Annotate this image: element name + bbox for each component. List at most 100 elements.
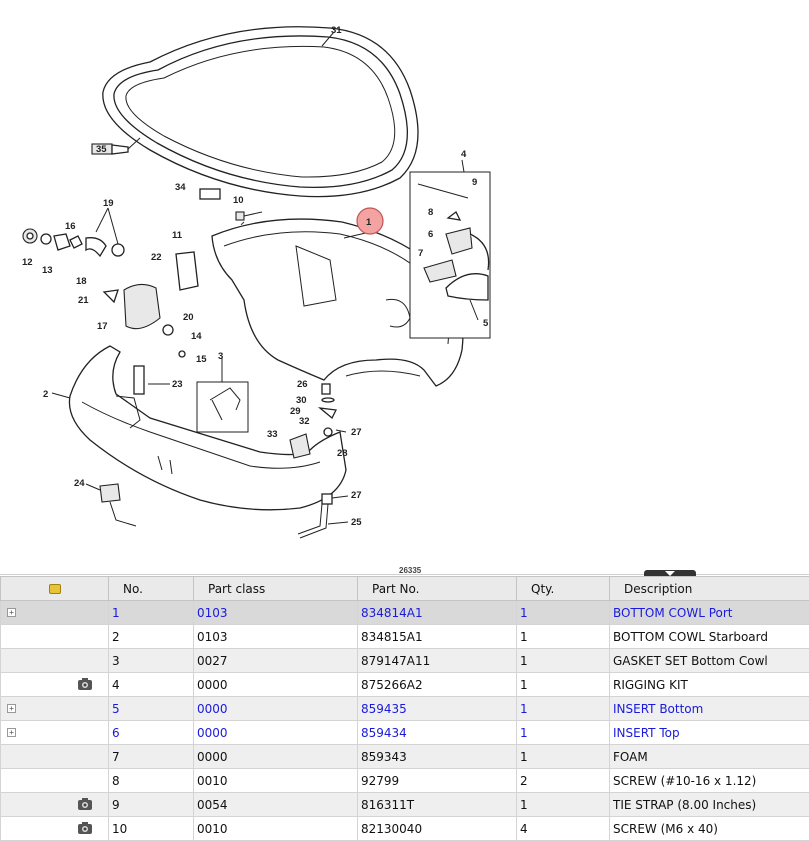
cell-qty: 1 — [516, 648, 610, 673]
column-header-no[interactable]: No. — [108, 576, 194, 601]
cell-part-class: 0000 — [193, 744, 358, 769]
cell-part-no[interactable]: 859434 — [357, 720, 517, 745]
callout-7: 7 — [418, 248, 423, 259]
callout-2: 2 — [43, 389, 48, 400]
folder-icon — [48, 584, 61, 594]
cell-part-no[interactable]: 859435 — [357, 696, 517, 721]
diagram-id-label: 26335 — [399, 566, 422, 575]
expand-plus-icon[interactable]: + — [7, 608, 16, 617]
callout-3: 3 — [218, 351, 223, 362]
camera-icon[interactable] — [77, 821, 93, 835]
cell-part-class: 0010 — [193, 768, 358, 793]
cell-no: 7 — [108, 744, 194, 769]
cell-no: 8 — [108, 768, 194, 793]
row-icon-cell — [0, 672, 109, 697]
callout-9: 9 — [472, 177, 477, 188]
cell-part-no: 92799 — [357, 768, 517, 793]
callout-27a: 27 — [351, 427, 362, 438]
camera-icon[interactable] — [77, 677, 93, 691]
callout-1: 1 — [366, 217, 372, 228]
cell-qty: 1 — [516, 792, 610, 817]
cell-qty: 1 — [516, 624, 610, 649]
cell-description: SCREW (M6 x 40) — [609, 816, 809, 841]
row-icon-cell — [0, 768, 109, 793]
column-header-part-class[interactable]: Part class — [193, 576, 358, 601]
cell-no[interactable]: 1 — [108, 600, 194, 625]
cell-part-class[interactable]: 0000 — [193, 720, 358, 745]
camera-icon[interactable] — [77, 797, 93, 811]
table-header-row: No. Part class Part No. Qty. Description — [0, 576, 809, 601]
part-34-shape — [199, 188, 221, 200]
cell-part-no[interactable]: 834814A1 — [357, 600, 517, 625]
cell-description: GASKET SET Bottom Cowl — [609, 648, 809, 673]
cell-part-class: 0054 — [193, 792, 358, 817]
cell-no: 4 — [108, 672, 194, 697]
callout-22: 22 — [151, 252, 162, 263]
cell-qty[interactable]: 1 — [516, 720, 610, 745]
cell-part-class[interactable]: 0000 — [193, 696, 358, 721]
callout-32: 32 — [299, 416, 310, 427]
expand-plus-icon[interactable]: + — [7, 728, 16, 737]
callout-11: 11 — [172, 230, 183, 241]
callout-labels: 1 2 3 4 5 6 7 8 9 10 11 12 13 14 15 16 1… — [22, 25, 489, 528]
callout-24: 24 — [74, 478, 85, 489]
cell-description: BOTTOM COWL Starboard — [609, 624, 809, 649]
row-icon-cell — [0, 648, 109, 673]
row-icon-cell: + — [0, 696, 109, 721]
cell-no: 3 — [108, 648, 194, 673]
cell-description[interactable]: INSERT Bottom — [609, 696, 809, 721]
row-icon-cell — [0, 792, 109, 817]
cell-qty: 4 — [516, 816, 610, 841]
column-header-qty[interactable]: Qty. — [516, 576, 610, 601]
cell-part-no: 879147A11 — [357, 648, 517, 673]
cell-part-class[interactable]: 0103 — [193, 600, 358, 625]
callout-15: 15 — [196, 354, 207, 365]
callout-19: 19 — [103, 198, 114, 209]
cell-description: RIGGING KIT — [609, 672, 809, 697]
callout-27b: 27 — [351, 490, 362, 501]
callout-34: 34 — [175, 182, 186, 193]
callout-6: 6 — [428, 229, 433, 240]
highlighted-callout-marker[interactable] — [356, 207, 384, 235]
cell-no: 9 — [108, 792, 194, 817]
cell-description[interactable]: INSERT Top — [609, 720, 809, 745]
row-icon-cell: + — [0, 600, 109, 625]
cell-no: 10 — [108, 816, 194, 841]
callout-10: 10 — [233, 195, 244, 206]
callout-30: 30 — [296, 395, 307, 406]
collapse-diagram-tab[interactable] — [644, 570, 696, 578]
expand-plus-icon[interactable]: + — [7, 704, 16, 713]
cell-no[interactable]: 6 — [108, 720, 194, 745]
cell-part-class: 0000 — [193, 672, 358, 697]
bottom-cowl-starboard-part — [68, 345, 347, 511]
exploded-parts-diagram[interactable]: 1 2 3 4 5 6 7 8 9 10 11 12 13 14 15 16 1… — [0, 0, 809, 575]
cell-qty[interactable]: 1 — [516, 600, 610, 625]
cell-description[interactable]: BOTTOM COWL Port — [609, 600, 809, 625]
callout-28: 28 — [337, 448, 348, 459]
cell-part-class: 0010 — [193, 816, 358, 841]
row-icon-cell — [0, 624, 109, 649]
detail-box-3 — [196, 381, 249, 433]
column-header-description[interactable]: Description — [609, 576, 809, 601]
header-icon-cell[interactable] — [0, 576, 109, 601]
adhesive-tube-part — [91, 137, 141, 155]
cell-no[interactable]: 5 — [108, 696, 194, 721]
callout-8: 8 — [428, 207, 433, 218]
gasket-ring-part — [102, 26, 419, 198]
column-header-part-no[interactable]: Part No. — [357, 576, 517, 601]
callout-17: 17 — [97, 321, 108, 332]
cell-qty[interactable]: 1 — [516, 696, 610, 721]
row-icon-cell: + — [0, 720, 109, 745]
callout-25: 25 — [351, 517, 362, 528]
callout-26: 26 — [297, 379, 308, 390]
